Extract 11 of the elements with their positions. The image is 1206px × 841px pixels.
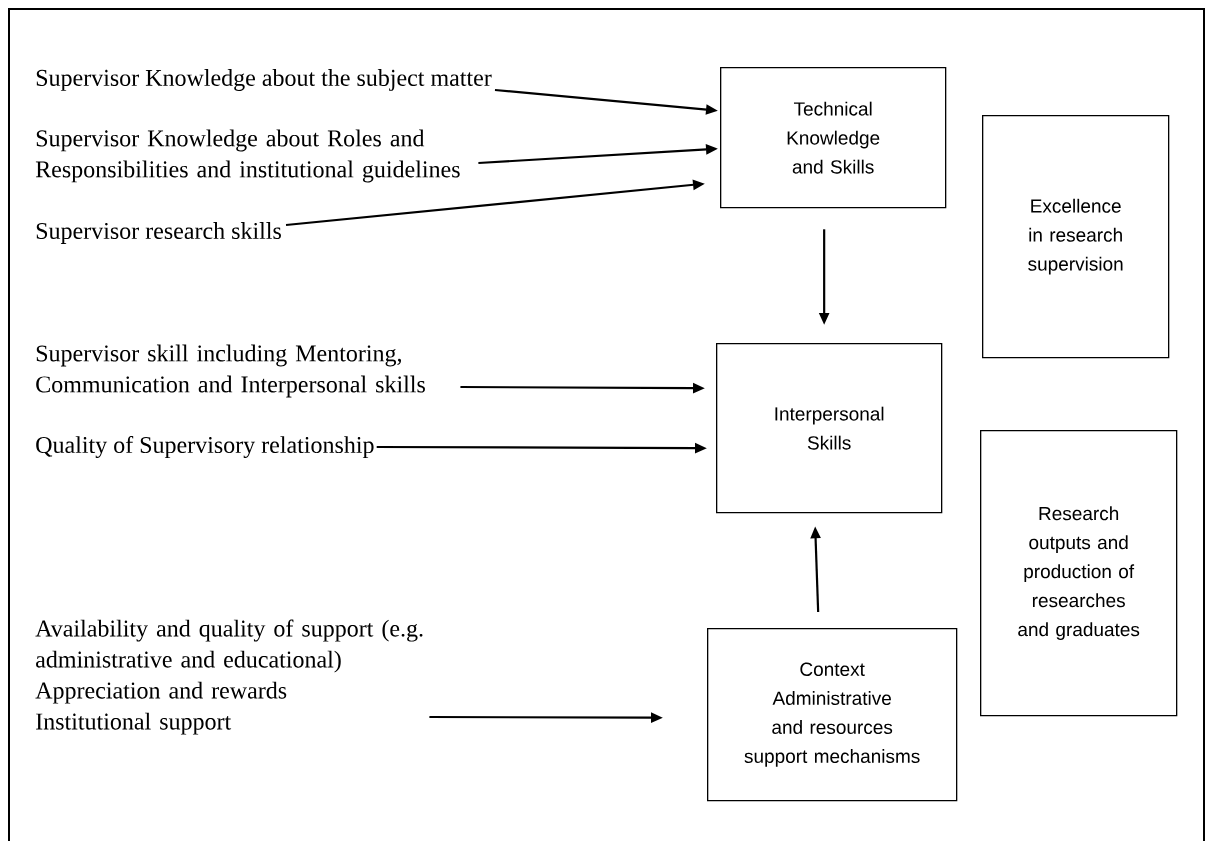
factor-text: Availability and quality of support (e.g. administrative and educational) Appreciation and rewards Institutional support <box>35 619 423 735</box>
concept-box: Technical Knowledge and Skills <box>720 67 947 209</box>
factor-text: Supervisor Knowledge about Roles and Responsibilities and institutional guidelines <box>35 129 460 183</box>
factor-text: Supervisor skill including Mentoring, Communication and Interpersonal skills <box>36 344 425 398</box>
concept-box: Excellence in research supervision <box>982 115 1170 359</box>
factor-text: Supervisor Knowledge about the subject matter <box>36 69 492 91</box>
concept-box: Research outputs and production of researches and graduates <box>980 430 1178 717</box>
concept-box: Context Administrative and resources support mechanisms <box>707 628 958 802</box>
factor-text: Quality of Supervisory relationship <box>36 435 374 459</box>
factor-text: Supervisor research skills <box>36 222 281 244</box>
concept-box: Interpersonal Skills <box>716 343 943 514</box>
